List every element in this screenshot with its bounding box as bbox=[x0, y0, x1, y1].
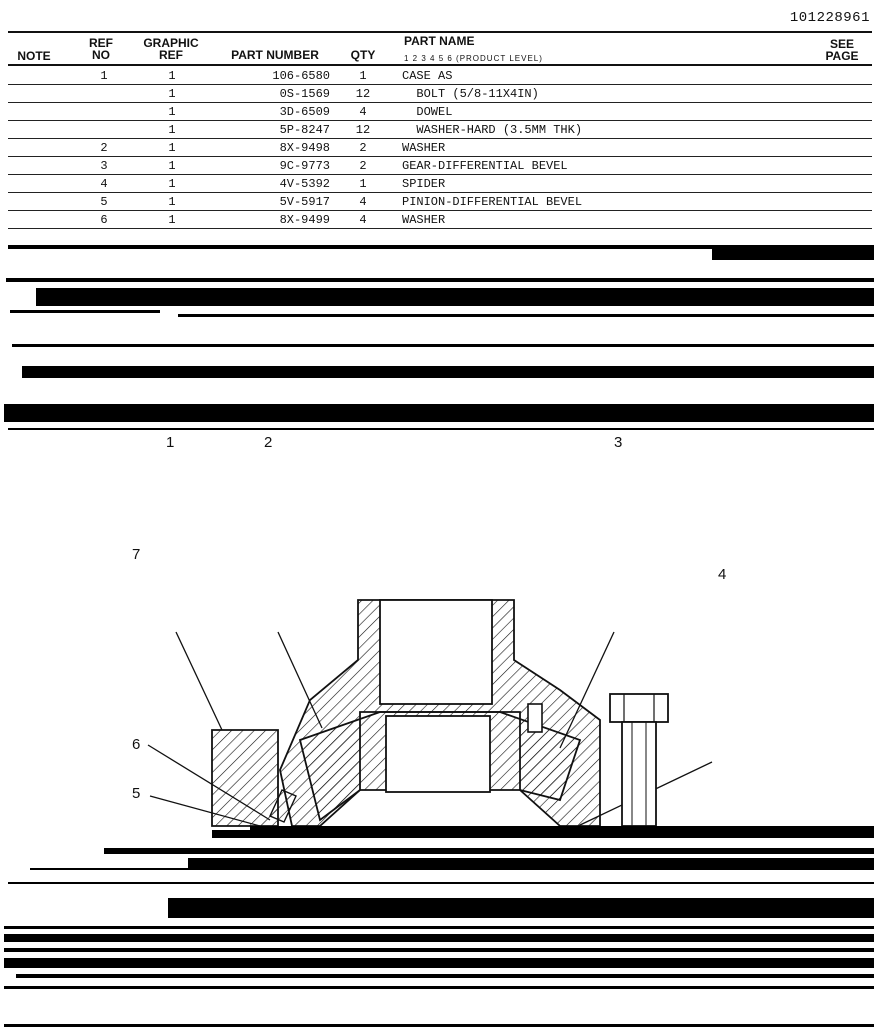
pinion-washer bbox=[269, 789, 297, 823]
callout-1: 1 bbox=[166, 434, 175, 451]
table-row: 5 1 5V-5917 4 PINION-DIFFERENTIAL BEVEL bbox=[8, 192, 872, 211]
callout-7: 7 bbox=[132, 546, 141, 563]
header-part-number: PART NUMBER bbox=[231, 48, 319, 62]
header-qty: QTY bbox=[350, 48, 376, 62]
bolt bbox=[609, 693, 669, 827]
table-row: 1 3D-6509 4 DOWEL bbox=[8, 102, 872, 121]
header-part-name: PART NAME bbox=[404, 34, 475, 48]
table-row: 1 1 106-6580 1 CASE AS bbox=[8, 66, 872, 85]
table-row: 6 1 8X-9499 4 WASHER bbox=[8, 210, 872, 229]
case-flange-left bbox=[211, 729, 279, 827]
header-top-rule bbox=[8, 31, 872, 33]
document-id: 101228961 bbox=[789, 10, 870, 26]
table-row: 4 1 4V-5392 1 SPIDER bbox=[8, 174, 872, 193]
header-product-level: 1 2 3 4 5 6 (PRODUCT LEVEL) bbox=[404, 54, 543, 63]
table-row: 3 1 9C-9773 2 GEAR-DIFFERENTIAL BEVEL bbox=[8, 156, 872, 175]
header-bottom-rule bbox=[8, 64, 872, 66]
table-row: 1 0S-1569 12 BOLT (5/8-11X4IN) bbox=[8, 84, 872, 103]
callout-4: 4 bbox=[718, 566, 727, 583]
callout-6: 6 bbox=[132, 736, 141, 753]
callout-5: 5 bbox=[132, 785, 141, 802]
callout-2: 2 bbox=[264, 434, 273, 451]
table-row: 1 5P-8247 12 WASHER-HARD (3.5MM THK) bbox=[8, 120, 872, 139]
side-gear bbox=[298, 711, 582, 822]
dowel bbox=[527, 703, 543, 733]
header-note: NOTE bbox=[17, 49, 51, 63]
callout-3: 3 bbox=[614, 434, 623, 451]
table-row: 2 1 8X-9498 2 WASHER bbox=[8, 138, 872, 157]
